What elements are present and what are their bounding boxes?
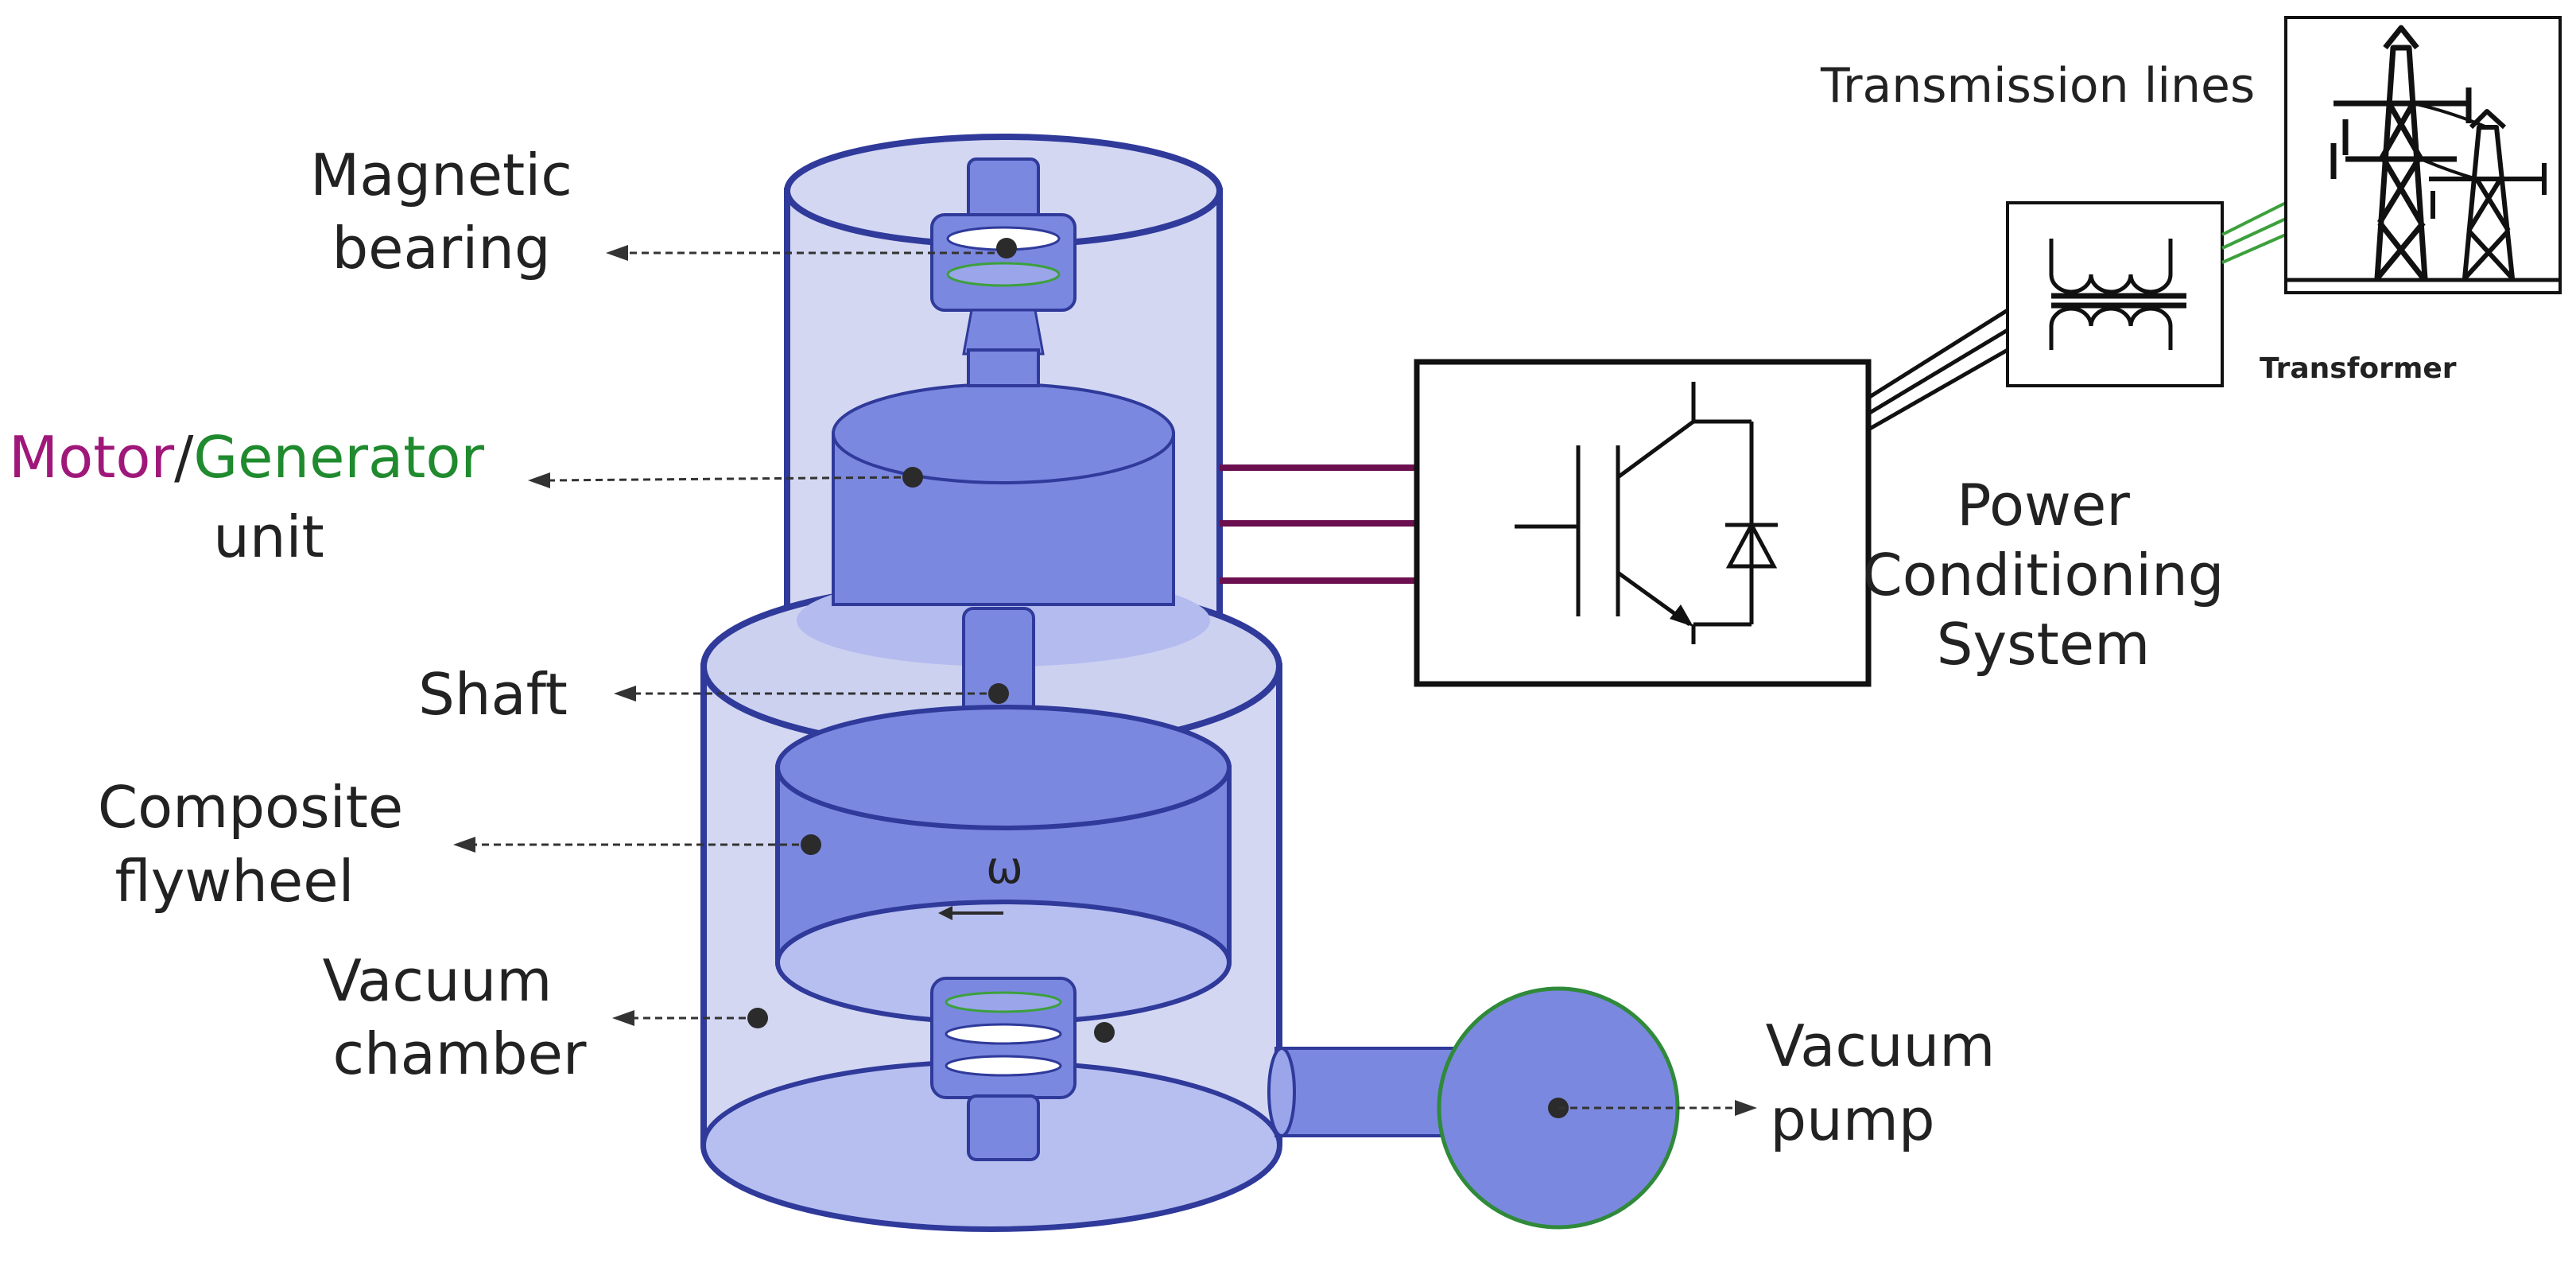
label-vacuum-pump-line2: pump — [1770, 1086, 1934, 1153]
label-vacuum-chamber-line2: chamber — [332, 1020, 586, 1087]
motor-generator-unit — [832, 348, 1175, 606]
label-vacuum-pump-line1: Vacuum — [1766, 1012, 1996, 1079]
magnetic-bearing-bottom — [930, 977, 1077, 1161]
label-slash: / — [174, 424, 194, 491]
power-cables — [1220, 464, 1417, 584]
label-shaft: Shaft — [418, 661, 568, 728]
label-vacuum-chamber-line1: Vacuum — [323, 947, 553, 1014]
label-pcs-line1: Power — [1957, 472, 2130, 538]
label-magnetic-bearing-line2: bearing — [332, 215, 550, 282]
vacuum-pump — [1267, 986, 1680, 1230]
label-composite-line2: flywheel — [114, 848, 354, 915]
label-unit: unit — [213, 503, 324, 570]
label-composite-line1: Composite — [98, 774, 403, 841]
label-magnetic-bearing-line1: Magnetic — [310, 142, 572, 208]
pointer-motor-generator — [528, 467, 923, 488]
pointer-composite-flywheel — [453, 834, 821, 855]
transformer-box — [2006, 201, 2224, 387]
transmission-tower-icon — [2284, 16, 2562, 294]
pointer-magnetic-bearing — [606, 238, 1017, 261]
pointer-vacuum-chamber — [612, 1008, 1115, 1043]
omega-symbol: ω — [986, 842, 1023, 894]
pointer-vacuum-pump — [1548, 1098, 1757, 1118]
green-wires — [2221, 201, 2287, 264]
label-motor-generator: Motor/Generator — [9, 424, 484, 491]
power-conditioning-box — [1414, 359, 1872, 687]
label-transmission-lines: Transmission lines — [1820, 58, 2255, 114]
pointer-shaft — [614, 683, 1009, 704]
label-transformer: Transformer — [2260, 352, 2457, 385]
label-generator: Generator — [193, 424, 484, 491]
label-motor: Motor — [9, 424, 174, 491]
label-pcs-line2: Conditioning — [1863, 542, 2225, 608]
label-pcs-line3: System — [1937, 611, 2151, 678]
pcs-transformer-wires — [1867, 308, 2009, 432]
composite-flywheel — [775, 705, 1232, 1025]
